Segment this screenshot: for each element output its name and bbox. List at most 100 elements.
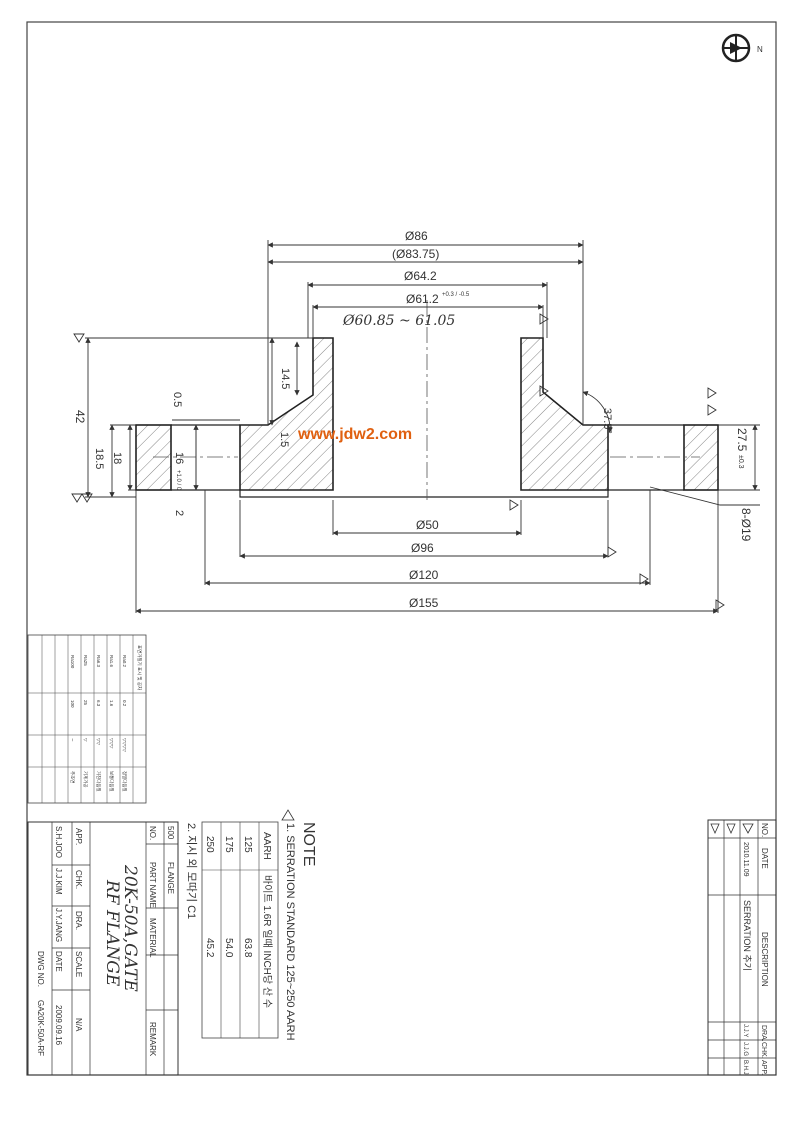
svg-text:J.J.G: J.J.G xyxy=(742,1042,748,1056)
svg-text:REMARK: REMARK xyxy=(148,1022,157,1057)
svg-text:∼: ∼ xyxy=(70,738,75,742)
svg-text:J.J.Y: J.J.Y xyxy=(742,1024,748,1037)
svg-text:정밀다듬질: 정밀다듬질 xyxy=(121,771,128,792)
dim-d61-2: Ø61.2 xyxy=(406,292,439,306)
svg-text:6.3: 6.3 xyxy=(96,700,101,707)
svg-text:GA20K-50A-RF: GA20K-50A-RF xyxy=(36,1000,45,1056)
dim-h18-5: 18.5 xyxy=(93,448,105,469)
svg-text:▽▽▽: ▽▽▽ xyxy=(109,738,114,749)
dim-d61-2-tol: +0.3 / -0.5 xyxy=(442,292,470,298)
dim-d83-75: (Ø83.75) xyxy=(392,247,439,261)
dim-h14-5: 14.5 xyxy=(279,368,291,389)
svg-text:Ra25: Ra25 xyxy=(83,655,88,666)
svg-text:▽: ▽ xyxy=(83,738,88,742)
flange-left-body xyxy=(239,337,334,491)
dim-d120: Ø120 xyxy=(409,568,439,582)
note-block: NOTE 1. SERRATION STANDARD 125~250 AARH … xyxy=(185,809,317,1041)
flange-left-ring xyxy=(135,424,172,491)
svg-text:FLANGE: FLANGE xyxy=(166,862,175,894)
dim-h18: 18 xyxy=(111,452,123,464)
compass-icon: N xyxy=(721,33,763,63)
svg-text:J.J.KIM: J.J.KIM xyxy=(54,868,63,895)
watermark: www.jdw2.com xyxy=(297,426,412,443)
svg-text:B.H.J: B.H.J xyxy=(742,1060,748,1075)
svg-text:100: 100 xyxy=(70,700,75,708)
dim-h0-5: 0.5 xyxy=(171,392,183,407)
title-block: NO. PART NAME MATERIAL REMARK 500 FLANGE… xyxy=(27,821,179,1076)
dim-d96: Ø96 xyxy=(411,541,434,555)
dim-h1-5: 1.5 xyxy=(278,432,290,447)
svg-text:SERRATION 추기: SERRATION 추기 xyxy=(742,900,752,971)
dim-h2: 2 xyxy=(173,510,185,516)
roughness-rows: Ra0.2 ▽▽▽▽ 0.2 정밀다듬질 Ra1.6 ▽▽▽ 1.6 보통다듬질… xyxy=(69,655,128,792)
svg-text:보통다듬질: 보통다듬질 xyxy=(108,771,115,792)
svg-text:DWG NO.: DWG NO. xyxy=(36,951,45,987)
dim-h16-tol: +1.0 / 0 xyxy=(175,470,181,491)
note-line2: 2. 지시 외 모따기 C1 xyxy=(185,823,198,919)
compass-label: N xyxy=(757,45,763,54)
dim-pcd: 27.5 xyxy=(735,428,749,452)
note-line1: 1. SERRATION STANDARD 125~250 AARH xyxy=(284,823,296,1041)
note-table: AARH 바이트 1.6R 일때 INCH당 산 수 125 63.8 175 … xyxy=(201,821,279,1039)
svg-text:Ra1.6: Ra1.6 xyxy=(109,655,114,668)
note-table-header-aarh: AARH xyxy=(261,832,272,860)
svg-text:250: 250 xyxy=(204,836,215,853)
svg-text:CHK.: CHK. xyxy=(74,870,83,889)
svg-text:▽▽: ▽▽ xyxy=(96,738,101,745)
svg-text:▽▽▽▽: ▽▽▽▽ xyxy=(122,738,127,752)
svg-text:DRA.: DRA. xyxy=(760,1025,767,1042)
roughness-title: 표면거칠기 표시 및 공차 xyxy=(136,645,143,691)
dimension-lines xyxy=(85,240,760,614)
drawing-title-line1: 20K-50A,GATE xyxy=(120,864,140,992)
roughness-table: 표면거칠기 표시 및 공차 Ra0.2 ▽▽▽▽ 0.2 정밀다듬질 Ra1.6… xyxy=(27,634,147,804)
dim-pcd-tol: ±0.3 xyxy=(737,455,744,469)
svg-text:175: 175 xyxy=(223,836,234,853)
svg-text:2009.09.16: 2009.09.16 xyxy=(54,1005,63,1046)
svg-text:MATERIAL: MATERIAL xyxy=(148,918,157,958)
svg-text:DESCRIPTION: DESCRIPTION xyxy=(760,932,769,987)
svg-text:0.2: 0.2 xyxy=(122,700,127,707)
svg-text:거친다듬질: 거친다듬질 xyxy=(95,771,102,792)
handwritten-bore: Ø60.85 ~ 61.05 xyxy=(342,313,455,329)
svg-text:63.8: 63.8 xyxy=(242,938,253,958)
svg-text:APP.: APP. xyxy=(760,1060,767,1075)
note-heading: NOTE xyxy=(300,822,317,866)
svg-text:SCALE: SCALE xyxy=(74,951,83,977)
note-table-header-inch: 바이트 1.6R 일때 INCH당 산 수 xyxy=(261,875,273,1008)
flange-section xyxy=(135,300,719,500)
svg-text:DRA.: DRA. xyxy=(74,911,83,930)
svg-text:주조면: 주조면 xyxy=(69,771,76,783)
svg-text:1.6: 1.6 xyxy=(109,700,114,707)
dim-d64-2: Ø64.2 xyxy=(404,269,437,283)
dimension-texts: Ø86 (Ø83.75) Ø64.2 Ø61.2 +0.3 / -0.5 Ø60… xyxy=(73,229,753,610)
svg-text:Ra6.3: Ra6.3 xyxy=(96,655,101,668)
svg-text:APP.: APP. xyxy=(74,828,83,845)
roughness-marks xyxy=(71,313,725,611)
svg-text:2010.11.09: 2010.11.09 xyxy=(742,842,749,877)
svg-text:54.0: 54.0 xyxy=(223,938,234,958)
drawing-title-line2: RF FLANGE xyxy=(102,879,122,987)
dim-holes: 8-Ø19 xyxy=(739,508,753,542)
sheet-border xyxy=(26,21,777,1076)
svg-text:Ra100: Ra100 xyxy=(70,655,75,669)
svg-text:J.Y.JANG: J.Y.JANG xyxy=(54,908,63,942)
svg-text:Ra0.2: Ra0.2 xyxy=(122,655,127,668)
svg-text:PART NAME: PART NAME xyxy=(148,862,157,908)
svg-text:NO.: NO. xyxy=(760,823,769,837)
svg-text:DATE: DATE xyxy=(760,848,769,869)
svg-text:DATE: DATE xyxy=(54,951,63,972)
flange-right-body xyxy=(520,337,609,491)
dim-d50: Ø50 xyxy=(416,518,439,532)
dim-h42: 42 xyxy=(73,410,87,424)
svg-text:25: 25 xyxy=(83,700,88,706)
flange-right-ring xyxy=(683,424,719,491)
svg-text:NO.: NO. xyxy=(148,826,157,840)
dim-d86: Ø86 xyxy=(405,229,428,243)
dim-h16: 16 xyxy=(173,452,185,464)
svg-text:N/A: N/A xyxy=(74,1018,83,1032)
svg-text:125: 125 xyxy=(242,836,253,853)
revision-block: NO. DATE DESCRIPTION DRA. CHK. APP. 2010… xyxy=(707,819,777,1076)
dim-d155: Ø155 xyxy=(409,596,439,610)
svg-text:S.H.JOO: S.H.JOO xyxy=(54,826,63,858)
